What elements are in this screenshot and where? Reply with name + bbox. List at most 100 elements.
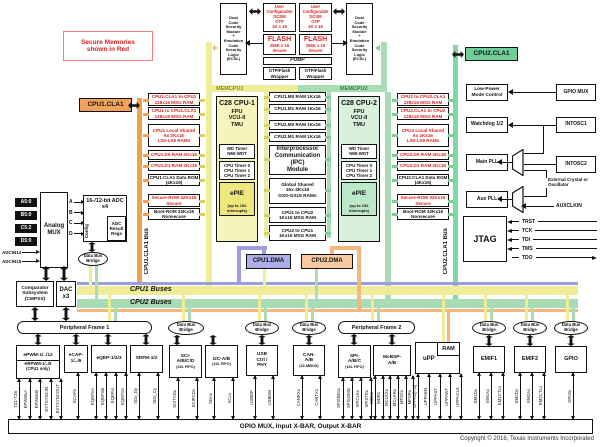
jtag-pin: TDO (507, 254, 597, 261)
analog-mux-box: Analog MUX (40, 192, 68, 268)
signal: SCITXDx (172, 377, 181, 420)
connector-line (264, 308, 267, 321)
thick-arrow (485, 335, 493, 346)
cp1-wd-timer: WD Timer NMI-WDT (219, 143, 255, 159)
memory-box: Global Shared 16x 4Kx16 GS0-GS15 RAMs (264, 178, 331, 204)
connector-line (524, 206, 554, 207)
signal: EM1Ax (485, 372, 494, 420)
cpu2-epie: ePIE (up to 192 interrupts) (341, 182, 377, 216)
signal: ECAPx (72, 372, 81, 420)
external-crystal-label: External Crystal or Oscillator (548, 177, 589, 187)
connector-line (94, 372, 99, 420)
cpu2-timers: CPU Timer 0 CPU Timer 1 CPU Timer 2 (341, 160, 377, 181)
cpu1-dma-box: CPU1.DMA (246, 254, 291, 269)
thick-arrow (62, 307, 70, 321)
memory-box: CPU2.CLA1 Data ROM (4Kx16) (392, 174, 454, 186)
epwm-box: ePWM-1/../12 HRPWM-1/../8 (CPU1 only) (16, 345, 60, 379)
connector-line (58, 378, 63, 420)
signal: TZ1-TZ6 (13, 378, 22, 420)
connector-line (22, 260, 36, 262)
sci-i2c-data-bus-bridge: Data Bus Bridge (168, 321, 204, 335)
memory-box: CPU2 to CPU1 1Kx16 MSG RAM (264, 225, 331, 241)
memory-box: CPU1 Local Shared 6x 2Kx16 LS0-LS5 RAMs (143, 124, 205, 147)
memcpu2-arrow (375, 45, 380, 51)
thick-arrow (567, 335, 575, 346)
connector-line (262, 250, 266, 254)
thick-arrow (526, 335, 534, 346)
cpu1-bus-center (264, 92, 268, 238)
cpu1-timers: CPU Timer 0 CPU Timer 1 CPU Timer 2 (219, 160, 255, 181)
connector-line (524, 164, 556, 165)
signal: SDx_Dy (133, 372, 142, 420)
connector-line (315, 269, 318, 299)
connector-line (512, 221, 519, 222)
connector-line (508, 122, 513, 128)
cpu1-dma-bus-stripe (77, 282, 578, 285)
connector-line (271, 375, 276, 420)
usb-data-bus-bridge: Data Bus Bridge (245, 321, 279, 335)
memcpu2-horizontal-bus (298, 85, 387, 92)
aux-pll-box: Aux PLL (466, 191, 508, 208)
flash-sub: 256K x 16 Secure (305, 42, 326, 53)
memory-box: CPU2 to CPU2.CLA1 128x16 MSG RAM (392, 93, 454, 106)
jtag-box: JTAG (463, 216, 507, 262)
signal: EXTSYNCOUT (55, 378, 63, 420)
otp-flash-wrapper-right-box: OTP/Flash Wrapper (299, 67, 332, 80)
main-pll-clock-mux (512, 149, 524, 176)
thick-arrow (31, 307, 39, 321)
memcpu1-horizontal-bus (206, 85, 298, 92)
auxclkin-label: AUXCLKIN (556, 203, 582, 209)
connector-line (442, 295, 445, 342)
adc-bridge-arrow (88, 242, 96, 252)
signal: MCLKRx (392, 375, 400, 420)
analog-input-chip: D5:0 (15, 237, 37, 246)
jtag-pin-label: TDO (522, 254, 533, 261)
cpu2-buses-band (77, 299, 578, 308)
signal: EM1CTLx (497, 372, 506, 420)
jtag-pin: TRST (507, 219, 597, 225)
jtag-pin: TCK (507, 228, 597, 234)
eqep-box: eQEP-1/2/3 (91, 345, 127, 373)
connector-line (194, 377, 199, 420)
jtag-pin-label: TMS (522, 245, 533, 252)
connector-line (484, 295, 487, 321)
adcin-row: ADCIN15 (2, 258, 40, 264)
intosc1-box: INTOSC1 (556, 117, 596, 133)
memcpu1-vertical-bus (206, 42, 212, 92)
memory-box: CPU1.D1 RAM 2Kx16 (143, 161, 205, 171)
connector-line (497, 196, 502, 202)
adc-channel-row: C (69, 220, 85, 226)
otp-flash-wrapper-left-box: OTP/Flash Wrapper (263, 67, 296, 80)
connector-line (76, 372, 81, 420)
thick-arrow (305, 335, 313, 345)
connector-line (108, 295, 111, 321)
cpu1-cla1-bus (137, 98, 142, 282)
memory-box: Interprocessor Communication (IPC) Modul… (264, 145, 331, 175)
connector-line (245, 40, 250, 46)
memory-box: Boot-ROM 32Kx16 Nonsecure (143, 208, 205, 220)
pump-box: PUMP (263, 57, 332, 65)
adc-config-label: Config (84, 224, 89, 239)
adc-channel-row: A (69, 199, 85, 205)
thick-arrow (258, 335, 266, 345)
connector-line (80, 210, 85, 215)
thick-arrow (42, 266, 50, 281)
flash-left-box: FLASH 256K x 16 Secure (263, 34, 296, 55)
connector-line (535, 248, 597, 249)
connector-line (17, 378, 22, 420)
signal: SDx_Cy (152, 372, 160, 420)
connector-line (137, 372, 142, 420)
arrow-into-jtag-icon (507, 219, 512, 224)
connector-line (237, 246, 241, 283)
signal: EXTSYNCIN (44, 378, 53, 420)
connector-line (36, 250, 40, 254)
connector-line (372, 375, 377, 420)
connector-line (531, 308, 534, 321)
cpu1-title: C28 CPU-1 (219, 100, 255, 107)
connector-line (535, 257, 592, 258)
